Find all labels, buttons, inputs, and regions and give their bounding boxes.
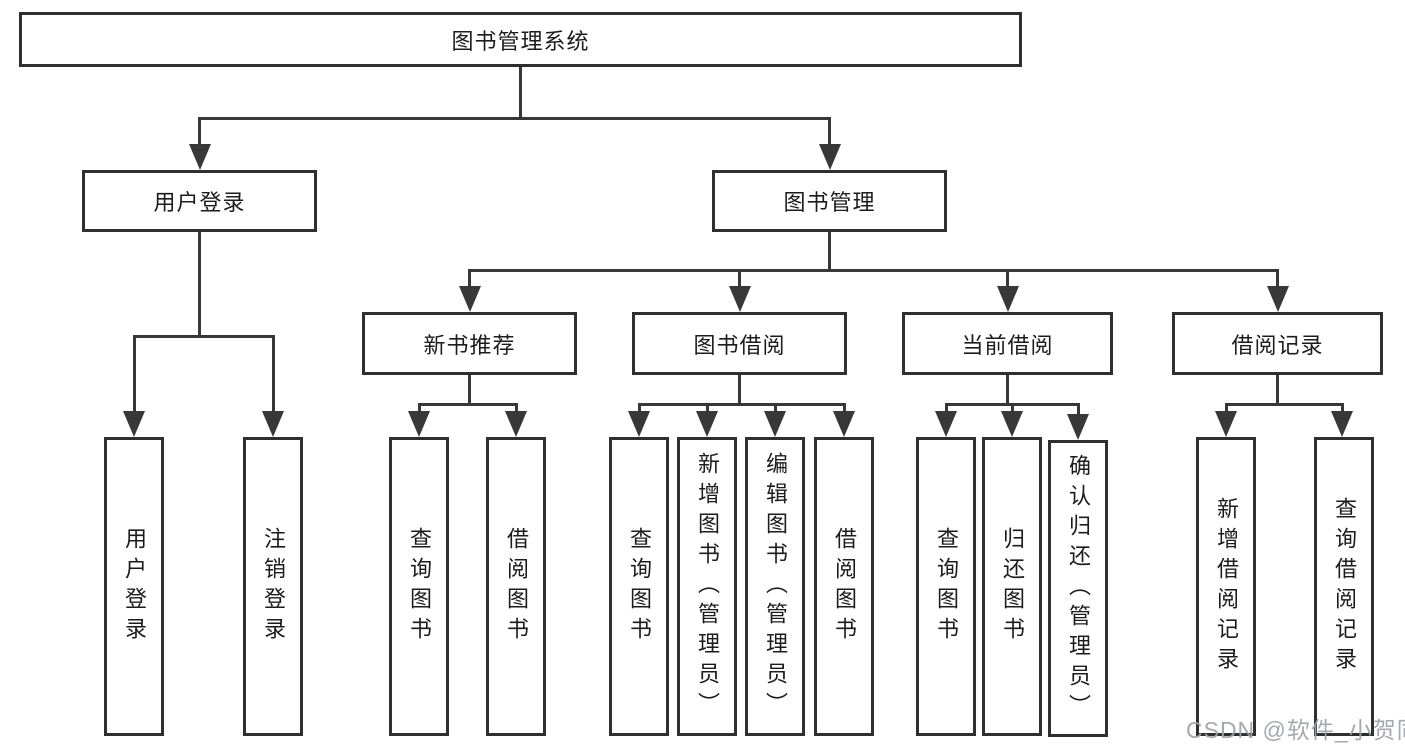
leaf-cb-return-books-label: 归还图书 bbox=[1000, 526, 1025, 647]
connector-new-book-trunk bbox=[468, 375, 471, 406]
arrow-to-user-login bbox=[188, 117, 211, 170]
connector-new-book-bus bbox=[417, 403, 518, 406]
arrow-to-borrow-records bbox=[1266, 269, 1289, 312]
arrow-to-leaf-user-login bbox=[123, 335, 145, 437]
leaf-cb-confirm-return-admin: 确认归还（管理员） bbox=[1048, 440, 1108, 737]
leaf-nb-query-books-label: 查询图书 bbox=[407, 526, 432, 647]
arrow-cb-query-books bbox=[935, 403, 957, 437]
leaf-bb-add-books-admin: 新增图书（管理员） bbox=[677, 437, 737, 736]
leaf-nb-query-books: 查询图书 bbox=[389, 437, 449, 736]
leaf-logout: 注销登录 bbox=[243, 437, 303, 736]
leaf-user-login-label: 用户登录 bbox=[122, 526, 147, 647]
arrow-nb-borrow-books bbox=[505, 403, 527, 437]
arrow-to-leaf-logout bbox=[262, 335, 284, 437]
arrow-to-current-borrow bbox=[996, 269, 1019, 312]
arrow-br-add-record bbox=[1215, 403, 1237, 437]
connector-user-login-trunk bbox=[198, 232, 201, 338]
leaf-bb-borrow-books-label: 借阅图书 bbox=[832, 526, 857, 647]
leaf-bb-query-books-label: 查询图书 bbox=[627, 526, 652, 647]
leaf-br-query-record: 查询借阅记录 bbox=[1314, 437, 1374, 736]
connector-level3-bus bbox=[468, 269, 1279, 272]
node-user-login: 用户登录 bbox=[82, 170, 317, 232]
connector-borrow-records-trunk bbox=[1276, 375, 1279, 406]
arrow-br-query-record bbox=[1331, 403, 1353, 437]
connector-book-borrow-bus bbox=[637, 403, 846, 406]
leaf-bb-borrow-books: 借阅图书 bbox=[814, 437, 874, 736]
leaf-nb-borrow-books-label: 借阅图书 bbox=[504, 526, 529, 647]
leaf-cb-query-books-label: 查询图书 bbox=[934, 526, 959, 647]
leaf-bb-edit-books-admin: 编辑图书（管理员） bbox=[745, 437, 805, 736]
arrow-to-book-borrow bbox=[728, 269, 751, 312]
leaf-cb-return-books: 归还图书 bbox=[982, 437, 1042, 736]
leaf-user-login: 用户登录 bbox=[104, 437, 164, 736]
leaf-br-query-record-label: 查询借阅记录 bbox=[1332, 496, 1357, 677]
connector-level2-bus bbox=[198, 117, 831, 120]
connector-borrow-records-bus bbox=[1224, 403, 1344, 406]
node-borrow-records: 借阅记录 bbox=[1172, 312, 1383, 375]
leaf-br-add-record-label: 新增借阅记录 bbox=[1214, 496, 1239, 677]
arrow-to-new-book-recommend bbox=[458, 269, 481, 312]
arrow-nb-query-books bbox=[408, 403, 430, 437]
connector-current-borrow-trunk bbox=[1006, 375, 1009, 406]
leaf-bb-query-books: 查询图书 bbox=[609, 437, 669, 736]
connector-book-management-trunk bbox=[828, 232, 831, 272]
node-new-book-recommend: 新书推荐 bbox=[362, 312, 577, 375]
leaf-cb-query-books: 查询图书 bbox=[916, 437, 976, 736]
node-book-management: 图书管理 bbox=[712, 170, 947, 232]
connector-user-login-bus bbox=[132, 335, 275, 338]
leaf-nb-borrow-books: 借阅图书 bbox=[486, 437, 546, 736]
watermark: CSDN @软件_小贺同学 bbox=[1186, 717, 1405, 743]
leaf-cb-confirm-return-admin-label: 确认归还（管理员） bbox=[1066, 453, 1091, 724]
leaf-logout-label: 注销登录 bbox=[261, 526, 286, 647]
node-library-system: 图书管理系统 bbox=[19, 12, 1022, 67]
node-book-borrow: 图书借阅 bbox=[632, 312, 847, 375]
arrow-bb-query-books bbox=[628, 403, 650, 437]
leaf-bb-add-books-admin-label: 新增图书（管理员） bbox=[695, 451, 720, 722]
node-current-borrow: 当前借阅 bbox=[902, 312, 1113, 375]
connector-book-borrow-trunk bbox=[738, 375, 741, 406]
arrow-bb-add-books bbox=[696, 403, 718, 437]
leaf-bb-edit-books-admin-label: 编辑图书（管理员） bbox=[763, 451, 788, 722]
arrow-cb-confirm-return bbox=[1067, 403, 1089, 440]
arrow-to-book-management bbox=[818, 117, 841, 170]
arrow-cb-return-books bbox=[1001, 403, 1023, 437]
arrow-bb-edit-books bbox=[764, 403, 786, 437]
leaf-br-add-record: 新增借阅记录 bbox=[1196, 437, 1256, 736]
arrow-bb-borrow-books bbox=[833, 403, 855, 437]
connector-root-trunk bbox=[518, 67, 522, 119]
